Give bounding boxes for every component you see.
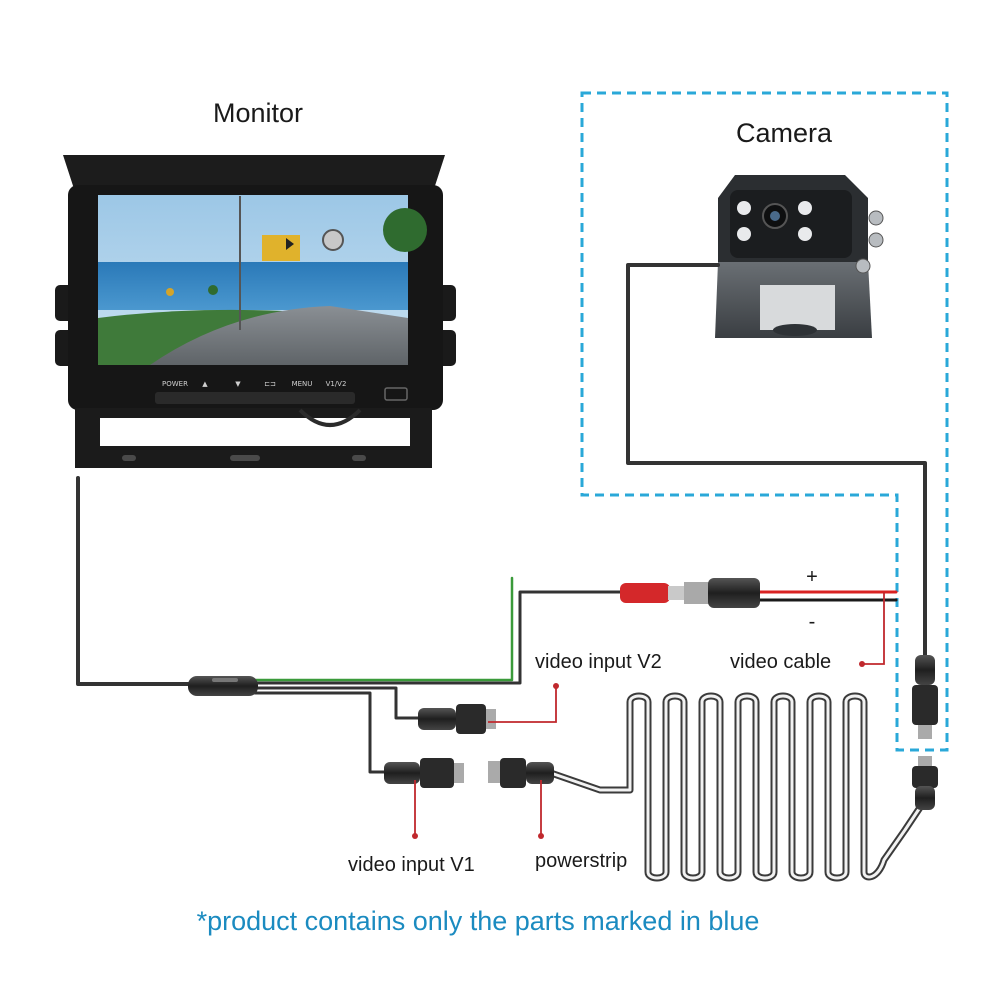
product-highlight-outline: [580, 91, 949, 752]
video-input-v1-label: video input V1: [348, 854, 475, 876]
camera-cable-connector: [912, 655, 938, 739]
extension-cable-end-connector: [912, 756, 938, 810]
plus-label: +: [806, 566, 818, 588]
callouts: [414, 592, 885, 836]
cables: [76, 263, 929, 882]
monitor-button-v1v2: V1/V2: [326, 380, 347, 388]
camera: [715, 175, 884, 338]
monitor-button-power: POWER: [162, 380, 188, 388]
splitter-connector: [188, 676, 258, 696]
monitor-button-down: ▼: [235, 380, 241, 388]
monitor-button-mode: ⊏⊐: [264, 380, 276, 388]
callout-dots: [412, 661, 865, 839]
dc-barrel-connector: [684, 578, 760, 608]
monitor-screen: [98, 195, 427, 365]
rca-red-connector: [620, 583, 684, 603]
minus-label: -: [809, 611, 816, 633]
video-input-v2-connector: [418, 704, 496, 734]
powerstrip-label: powerstrip: [535, 850, 627, 872]
monitor-button-up: ▲: [202, 380, 208, 388]
video-input-v1-connector: [384, 758, 464, 788]
connectors: [188, 578, 938, 810]
monitor: [55, 155, 456, 468]
camera-label: Camera: [736, 118, 833, 148]
monitor-button-menu: MENU: [292, 380, 313, 388]
monitor-button-labels: POWER ▲ ▼ ⊏⊐ MENU V1/V2: [162, 380, 346, 388]
video-input-v2-label: video input V2: [535, 651, 662, 673]
video-cable-label: video cable: [730, 651, 831, 673]
monitor-label: Monitor: [213, 98, 303, 128]
powerstrip-connector: [488, 758, 554, 788]
footnote-text: *product contains only the parts marked …: [197, 906, 760, 936]
